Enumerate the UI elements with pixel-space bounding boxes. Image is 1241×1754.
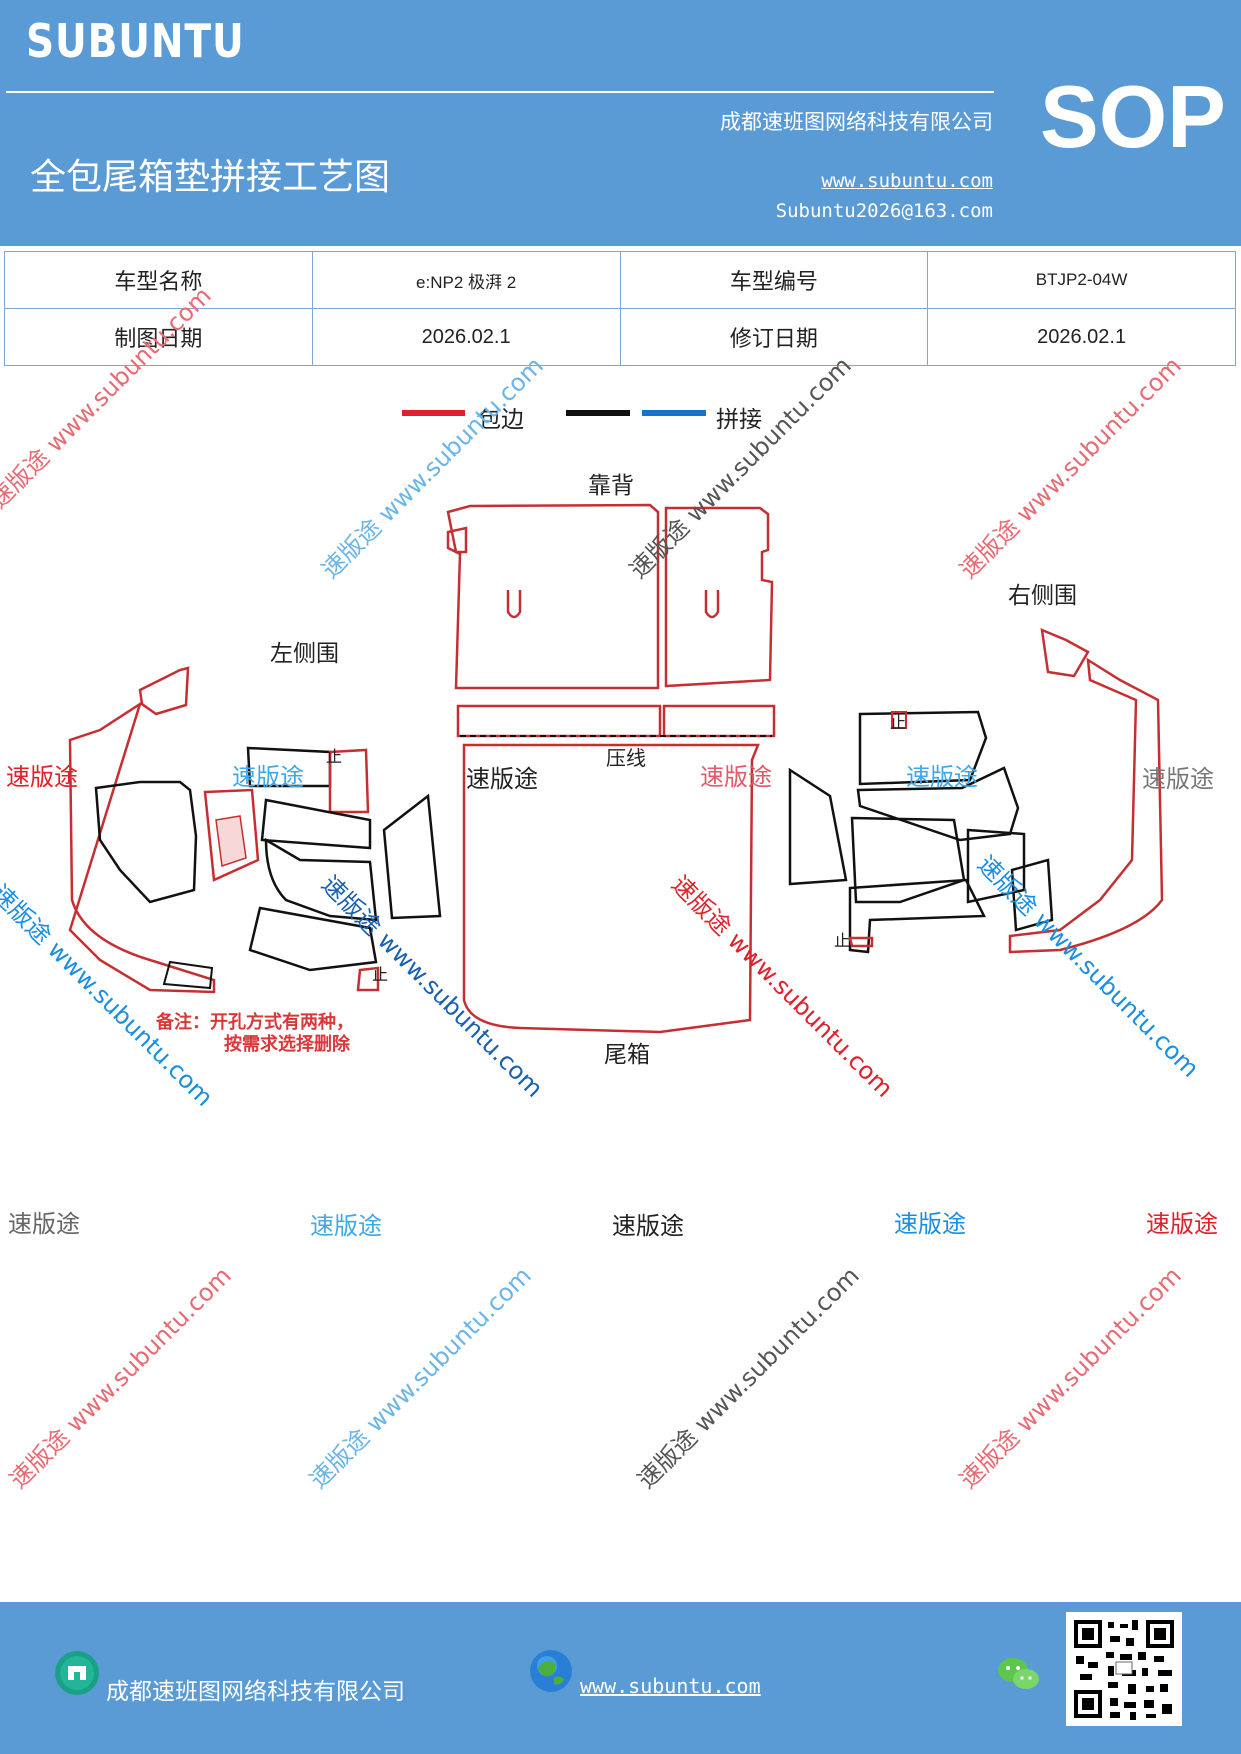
left-outer-edge [68,701,216,994]
right-small-tab [848,936,874,948]
model-code-value: BTJP2-04W [927,251,1236,309]
watermark-brand: 速版途 [906,763,978,791]
right-top-piece [858,710,988,786]
right-top-tab [1040,628,1090,678]
table-row: 车型名称 e:NP2 极湃 2 车型编号 BTJP2-04W [4,251,1236,309]
left-side-pieces: 止 止 [68,666,442,994]
watermark-brand: 速版途 [894,1210,966,1238]
qr-code-icon[interactable] [1066,1612,1182,1726]
document-title: 全包尾箱垫拼接工艺图 [30,157,391,198]
backrest-slot-right [704,590,720,619]
right-strip-piece [856,766,1020,842]
left-wheel-piece [94,780,198,904]
legend-edge-label: 包边 [478,407,524,433]
note-line-1: 备注：开孔方式有两种， [155,1011,354,1033]
table-row: 制图日期 2026.02.1 修订日期 2026.02.1 [4,308,1236,366]
crease-strip-right [662,704,776,738]
left-hole-marker [215,815,247,867]
right-foot-piece [1010,858,1054,932]
legend: 包边 拼接 [402,407,762,433]
watermark-brand: 速版途 [1146,1210,1218,1238]
left-foot-piece [162,960,214,990]
backrest-left-panel [446,503,660,690]
note-line-2: 按需求选择删除 [224,1033,351,1055]
stop-mark: 止 [372,965,388,984]
trunk-floor-panel [462,743,760,1034]
watermark-brand: 速版途 [6,763,78,791]
trunk-mat-diagram: 包边 拼接 止 止 [68,407,1164,1068]
watermark-brand: 速版途 [466,765,538,793]
footer-company-name: 成都速班图网络科技有限公司 [106,1679,405,1705]
left-main-piece [264,837,378,922]
watermark-brand: 速版途 [612,1212,684,1240]
revision-date-value: 2026.02.1 [927,308,1236,366]
left-small-tab [356,966,380,992]
watermark-brand: 速版途 [310,1212,382,1240]
draw-date-value: 2026.02.1 [311,308,621,366]
right-side-pieces: 止 止 [788,628,1164,954]
left-hole-piece [203,788,260,882]
watermark-brand: 速版途 [1142,765,1214,793]
model-name-label: 车型名称 [4,251,313,309]
company-badge-icon [55,1651,99,1695]
crease-label: 压线 [606,746,646,770]
header-divider [6,91,994,93]
backrest-right-panel [664,506,774,688]
globe-icon [530,1650,572,1692]
stop-mark: 止 [890,713,906,732]
model-name-value: e:NP2 极湃 2 [311,251,621,309]
right-side-label: 右侧围 [1008,583,1077,609]
footer-band: 成都速班图网络科技有限公司 www.subuntu.com [0,1602,1241,1754]
sop-badge: SOP [1040,67,1226,166]
backrest-label: 靠背 [588,473,634,499]
stop-mark: 止 [326,747,342,766]
contact-email[interactable]: Subuntu2026@163.com [775,200,993,222]
right-main-piece [850,816,966,904]
left-right-piece [382,793,442,920]
right-left-piece [788,767,848,886]
left-side-label: 左侧围 [270,641,339,667]
website-link[interactable]: www.subuntu.com [821,170,993,192]
right-outer-edge [1008,657,1164,954]
watermark-brand: 速版途 [700,763,772,791]
watermark-brand: 速版途 [8,1210,80,1238]
revision-date-label: 修订日期 [619,308,929,366]
vehicle-info-table: 车型名称 e:NP2 极湃 2 车型编号 BTJP2-04W 制图日期 2026… [4,251,1236,366]
right-top-tab-small [891,711,907,729]
trunk-label: 尾箱 [604,1042,650,1068]
left-strip-red [328,748,370,814]
stop-mark: 止 [834,931,850,950]
left-strip-mid [260,798,372,850]
wechat-icon [998,1658,1039,1689]
watermark-brand: 速版途 [232,763,304,791]
brand-logo: SUBUNTU [26,14,245,68]
backrest-slot-left [506,590,522,619]
header-band: SUBUNTU 全包尾箱垫拼接工艺图 成都速班图网络科技有限公司 www.sub… [0,0,1241,246]
footer-website-link[interactable]: www.subuntu.com [580,1674,761,1698]
legend-splice-label: 拼接 [716,407,762,433]
left-bottom-piece [248,906,378,972]
company-name: 成都速班图网络科技有限公司 [720,110,993,134]
model-code-label: 车型编号 [619,251,929,309]
right-inner-piece [966,828,1026,904]
draw-date-label: 制图日期 [4,308,313,366]
right-bottom-piece [848,878,986,954]
crease-strip-left [456,704,662,738]
left-top-tab [138,666,190,716]
